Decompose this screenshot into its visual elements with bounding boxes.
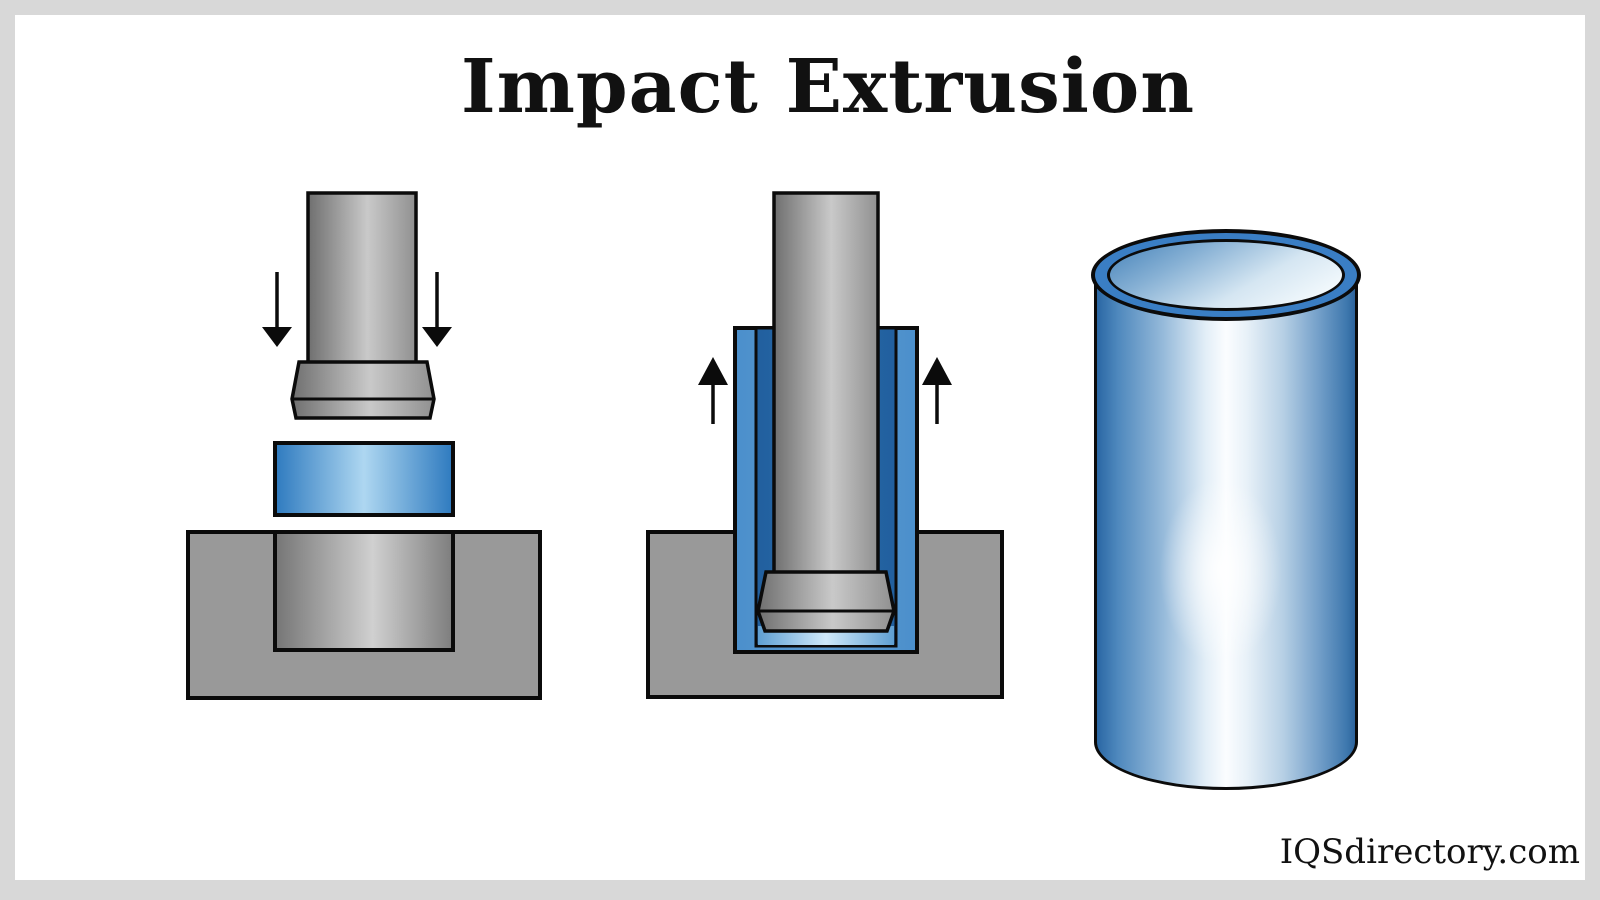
diagram-stage-2-extrusion (646, 191, 1004, 699)
up-arrow-left-icon (698, 357, 728, 424)
up-arrow-right-icon (922, 357, 952, 424)
punch-shaft (772, 191, 880, 576)
punch-tip (290, 360, 436, 420)
down-arrow-right-icon (422, 272, 452, 347)
die-cavity (273, 530, 455, 652)
punch-shaft (306, 191, 418, 365)
finished-cup-body (1094, 274, 1358, 790)
metal-slug (273, 441, 455, 517)
page-title: Impact Extrusion (460, 44, 1196, 130)
down-arrow-left-icon (262, 272, 292, 347)
punch-tip (756, 570, 896, 633)
finished-cup-opening (1107, 239, 1345, 311)
diagram-stage-1-before-impact (186, 191, 542, 700)
watermark: IQSdirectory.com (1279, 832, 1580, 872)
